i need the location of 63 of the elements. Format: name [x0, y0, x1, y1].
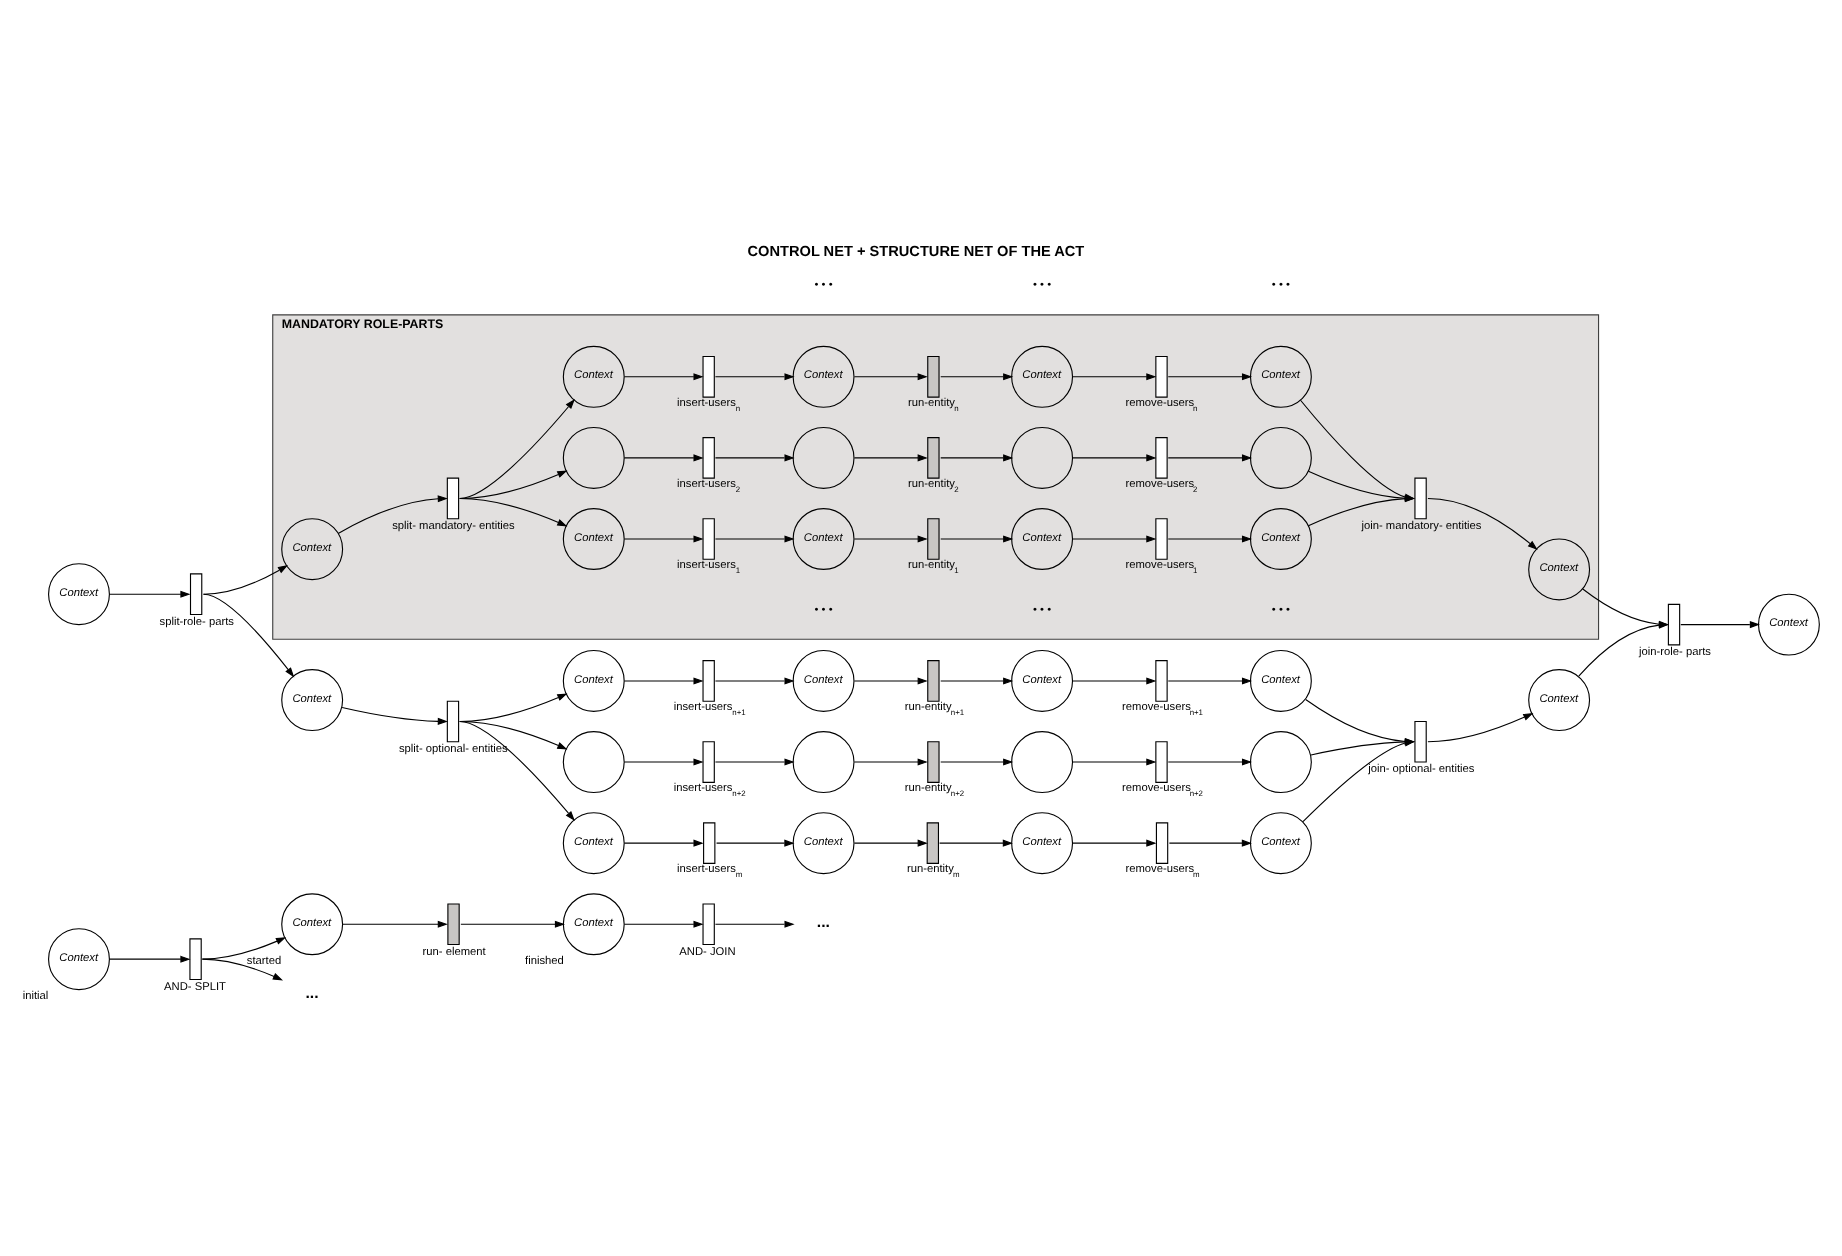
node-circle: [1011, 731, 1074, 794]
arrow: [1072, 839, 1157, 847]
arrow: [342, 920, 448, 928]
arrow: [202, 593, 295, 678]
arrow: [716, 839, 795, 847]
arrow: [1680, 621, 1760, 629]
node-circle: [562, 731, 625, 794]
arrow: [714, 373, 795, 381]
arrow: [940, 535, 1014, 543]
arrow: [459, 398, 575, 500]
arrow: [853, 373, 928, 381]
arrow: [1072, 454, 1157, 462]
arrow: [714, 535, 795, 543]
node-circle: [1011, 426, 1074, 489]
arrow: [1167, 454, 1253, 462]
arrow: [341, 706, 448, 725]
arrow: [459, 720, 575, 821]
arrow: [623, 920, 704, 928]
arrow: [853, 454, 928, 462]
arrow: [623, 758, 704, 766]
arrow: [1168, 839, 1252, 847]
arrow: [853, 677, 928, 685]
node-circle: [562, 426, 625, 489]
arrow: [940, 454, 1014, 462]
arrow: [940, 677, 1014, 685]
arrow: [109, 590, 191, 598]
arrow: [939, 839, 1013, 847]
node-circle: [1249, 426, 1312, 489]
arrow: [853, 839, 928, 847]
arrow: [1167, 373, 1253, 381]
arrow: [1427, 713, 1534, 743]
arrow: [853, 758, 928, 766]
arrow: [623, 839, 704, 847]
arrow: [714, 758, 795, 766]
arrow: [1427, 497, 1538, 550]
arrow: [623, 373, 704, 381]
arrow: [1072, 758, 1157, 766]
node-circle: [1249, 731, 1312, 794]
arrow: [714, 920, 795, 928]
arrow: [853, 535, 928, 543]
arrow: [623, 535, 704, 543]
arrow: [1167, 758, 1253, 766]
arrow: [460, 920, 566, 928]
arrow: [623, 454, 704, 462]
arrow: [459, 470, 568, 500]
arrow: [201, 958, 283, 981]
arrow: [940, 373, 1014, 381]
arrow: [940, 758, 1014, 766]
arrow: [337, 495, 448, 534]
arrow: [201, 937, 287, 960]
arrow: [109, 955, 191, 963]
arrow: [714, 677, 795, 685]
arrow: [1072, 535, 1157, 543]
arrow: [1072, 677, 1157, 685]
node-circle: [792, 426, 855, 489]
arrow: [1167, 535, 1253, 543]
arrow: [714, 454, 795, 462]
arrow: [623, 677, 704, 685]
arrow: [1167, 677, 1253, 685]
arrow: [459, 720, 568, 750]
arrow: [202, 565, 289, 595]
arrow: [1072, 373, 1157, 381]
node-circle: [792, 731, 855, 794]
